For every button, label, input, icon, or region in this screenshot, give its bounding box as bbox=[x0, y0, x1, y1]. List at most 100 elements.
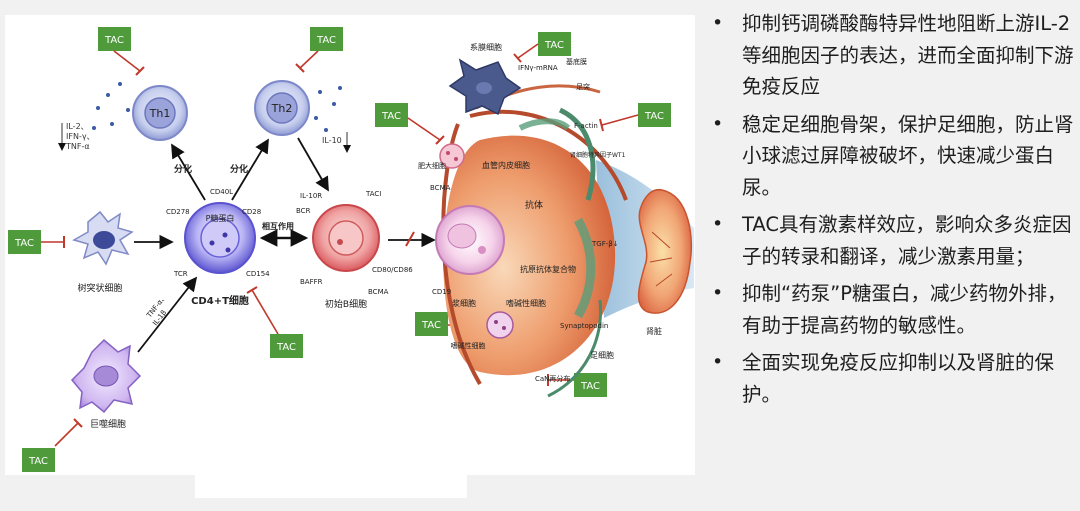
svg-text:CD154: CD154 bbox=[246, 270, 270, 278]
svg-text:系膜细胞: 系膜细胞 bbox=[470, 42, 502, 52]
svg-text:基底膜: 基底膜 bbox=[566, 57, 587, 66]
arrow-cd4-to-th2 bbox=[231, 138, 269, 201]
svg-text:CD80/CD86: CD80/CD86 bbox=[372, 266, 413, 274]
key-points-list: • 抑制钙调磷酸酶特异性地阻断上游IL-2等细胞因子的表达，进而全面抑制下游免疫反… bbox=[708, 8, 1076, 416]
svg-text:BCMA: BCMA bbox=[430, 184, 451, 192]
il10-label: IL-10 bbox=[322, 132, 351, 153]
bullet-text: 抑制钙调磷酸酶特异性地阻断上游IL-2等细胞因子的表达，进而全面抑制下游免疫反应 bbox=[742, 12, 1074, 98]
svg-text:TAC: TAC bbox=[580, 381, 600, 392]
svg-text:TAC: TAC bbox=[276, 342, 296, 353]
tnf-il1-label: TNF-α、 IL-1β bbox=[145, 292, 169, 327]
svg-text:TCR: TCR bbox=[173, 270, 188, 278]
svg-text:肾细胞特异因子WT1: 肾细胞特异因子WT1 bbox=[570, 151, 626, 159]
podocyte-label: 足细胞 bbox=[590, 350, 614, 360]
th2-cell: Th2 bbox=[254, 80, 342, 136]
bullet-dot: • bbox=[712, 213, 724, 235]
bullet-item: • 抑制“药泵”P糖蛋白，减少药物外排，有助于提高药物的敏感性。 bbox=[708, 278, 1076, 341]
block-mark bbox=[405, 231, 415, 247]
tac-box-cd4: TAC bbox=[246, 286, 303, 358]
bullet-item: • 稳定足细胞骨架，保护足细胞，防止肾小球滤过屏障被破坏，快速减少蛋白尿。 bbox=[708, 109, 1076, 204]
svg-text:初始B细胞: 初始B细胞 bbox=[325, 298, 367, 310]
svg-text:TAC: TAC bbox=[28, 456, 48, 467]
differentiate-label-1: 分化 bbox=[174, 163, 192, 175]
svg-text:抗体: 抗体 bbox=[525, 199, 543, 211]
svg-text:CD28: CD28 bbox=[242, 208, 261, 216]
svg-text:足突: 足突 bbox=[576, 82, 590, 91]
cd4-t-cell: P糖蛋白 CD4+T细胞 CD40L CD28 CD278 TCR CD154 bbox=[166, 188, 270, 307]
svg-text:TACI: TACI bbox=[365, 190, 381, 198]
svg-text:TAC: TAC bbox=[316, 35, 336, 46]
svg-text:IL-2、: IL-2、 bbox=[66, 122, 89, 131]
svg-text:嗜碱性细胞: 嗜碱性细胞 bbox=[506, 298, 546, 308]
svg-text:TAC: TAC bbox=[544, 40, 564, 51]
svg-text:血管内皮细胞: 血管内皮细胞 bbox=[482, 160, 530, 170]
mast-cell: 肥大细胞 bbox=[418, 143, 465, 170]
bullet-dot: • bbox=[712, 351, 724, 373]
th1-cell: Th1 bbox=[92, 82, 188, 141]
svg-text:BCMA: BCMA bbox=[368, 288, 389, 296]
bullet-item: • 全面实现免疫反应抑制以及肾脏的保护。 bbox=[708, 347, 1076, 410]
svg-text:F-actin: F-actin bbox=[574, 122, 598, 130]
arrow-th2-to-b bbox=[297, 137, 329, 192]
svg-text:IFNγ-mRNA: IFNγ-mRNA bbox=[518, 64, 558, 72]
dendritic-cell: 树突状细胞 bbox=[72, 210, 134, 294]
differentiate-label-2: 分化 bbox=[230, 163, 248, 175]
svg-text:BCR: BCR bbox=[296, 207, 311, 215]
svg-text:CD4+T细胞: CD4+T细胞 bbox=[191, 294, 249, 307]
svg-text:TAC: TAC bbox=[381, 111, 401, 122]
svg-text:树突状细胞: 树突状细胞 bbox=[77, 282, 122, 294]
svg-text:TAC: TAC bbox=[104, 35, 124, 46]
svg-text:嗜碱性细胞: 嗜碱性细胞 bbox=[451, 341, 486, 350]
immune-diagram: TAC TAC TAC TAC TAC bbox=[8, 27, 694, 472]
bullet-item: • TAC具有激素样效应，影响众多炎症因子的转录和翻译，减少激素用量； bbox=[708, 209, 1076, 272]
svg-text:TAC: TAC bbox=[14, 238, 34, 249]
svg-text:IL-10: IL-10 bbox=[322, 136, 342, 145]
mesangial-cell: 系膜细胞 IFNγ-mRNA bbox=[448, 42, 558, 116]
svg-text:肥大细胞: 肥大细胞 bbox=[418, 161, 446, 170]
svg-text:Synaptopodin: Synaptopodin bbox=[560, 322, 608, 330]
naive-b-cell: 初始B细胞 IL-10R TACI BCR CD80/CD86 BAFFR BC… bbox=[296, 190, 413, 310]
tac-box-mesangial: TAC bbox=[513, 32, 571, 63]
diagram-panel-tab bbox=[195, 470, 467, 498]
bullet-dot: • bbox=[712, 12, 724, 34]
arrow-cd4-to-th1 bbox=[171, 143, 206, 201]
bullet-item: • 抑制钙调磷酸酶特异性地阻断上游IL-2等细胞因子的表达，进而全面抑制下游免疫反… bbox=[708, 8, 1076, 103]
bullet-dot: • bbox=[712, 282, 724, 304]
th1-cytokine-list: IL-2、 IFN-γ、 TNF-α bbox=[58, 122, 95, 151]
tac-box-dendritic: TAC bbox=[8, 230, 65, 254]
svg-text:抗原抗体复合物: 抗原抗体复合物 bbox=[520, 264, 576, 274]
svg-text:IFN-γ、: IFN-γ、 bbox=[66, 132, 95, 141]
svg-text:IL-10R: IL-10R bbox=[300, 192, 322, 200]
svg-text:TAC: TAC bbox=[421, 320, 441, 331]
svg-text:TNF-α: TNF-α bbox=[65, 142, 90, 151]
tac-box-mast: TAC bbox=[375, 103, 445, 145]
svg-text:肾脏: 肾脏 bbox=[646, 326, 662, 336]
interaction-label: 相互作用 bbox=[262, 221, 294, 231]
eosinophil-cell: 嗜碱性细胞 嗜碱性细胞 bbox=[451, 298, 547, 350]
svg-text:CD40L: CD40L bbox=[210, 188, 233, 196]
svg-text:CD278: CD278 bbox=[166, 208, 190, 216]
bullet-text: TAC具有激素样效应，影响众多炎症因子的转录和翻译，减少激素用量； bbox=[742, 213, 1072, 268]
svg-text:CaN再分布: CaN再分布 bbox=[535, 374, 570, 383]
bullet-text: 稳定足细胞骨架，保护足细胞，防止肾小球滤过屏障被破坏，快速减少蛋白尿。 bbox=[742, 112, 1074, 199]
svg-text:巨噬细胞: 巨噬细胞 bbox=[90, 418, 126, 430]
tac-box-th1: TAC bbox=[98, 27, 145, 76]
svg-text:Th2: Th2 bbox=[271, 102, 293, 115]
bullet-text: 抑制“药泵”P糖蛋白，减少药物外排，有助于提高药物的敏感性。 bbox=[742, 282, 1067, 337]
tac-box-macrophage: TAC bbox=[22, 418, 83, 472]
arrow-macrophage-to-cd4 bbox=[137, 276, 198, 353]
tac-box-th2: TAC bbox=[295, 27, 343, 73]
macrophage-cell: 巨噬细胞 bbox=[70, 338, 142, 430]
svg-text:浆细胞: 浆细胞 bbox=[452, 298, 476, 308]
svg-text:BAFFR: BAFFR bbox=[300, 278, 323, 286]
svg-text:P糖蛋白: P糖蛋白 bbox=[206, 213, 235, 223]
svg-text:Th1: Th1 bbox=[149, 107, 171, 120]
kidney: 肾脏 bbox=[638, 188, 693, 336]
bullet-text: 全面实现免疫反应抑制以及肾脏的保护。 bbox=[742, 351, 1055, 406]
bullet-dot: • bbox=[712, 112, 724, 135]
svg-text:CD19: CD19 bbox=[432, 288, 451, 296]
svg-text:TGF-β↓: TGF-β↓ bbox=[591, 240, 619, 248]
tac-box-factin: TAC bbox=[599, 103, 671, 132]
svg-text:TAC: TAC bbox=[644, 111, 664, 122]
